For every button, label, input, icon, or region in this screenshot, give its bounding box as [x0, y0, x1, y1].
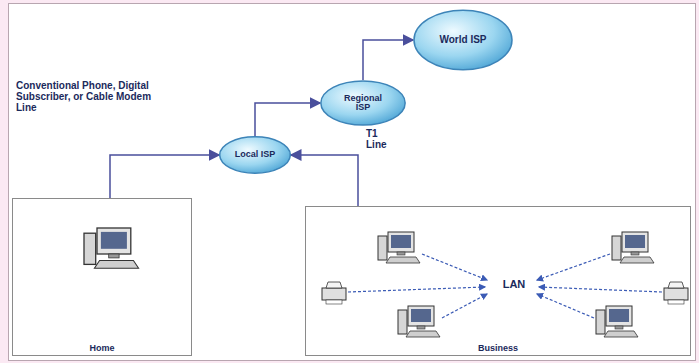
text-block: Local ISP	[235, 150, 276, 159]
line-label: T1 Line	[366, 128, 400, 150]
connection-line	[291, 155, 358, 206]
lan-label-node: LAN	[490, 274, 538, 296]
home-panel: Home	[12, 198, 192, 356]
panel-title: Business	[478, 344, 518, 353]
isp-ellipse: Local ISP	[219, 136, 291, 174]
text-block: LAN	[503, 279, 526, 291]
node-label: Regional ISP	[337, 94, 390, 113]
connection-line	[110, 155, 219, 198]
node-label: Local ISP	[235, 150, 276, 159]
node-label: World ISP	[439, 35, 486, 46]
business-panel: Business LAN	[305, 206, 691, 356]
isp-ellipse: World ISP	[413, 9, 513, 71]
connection-note: Conventional Phone, Digital Subscriber, …	[16, 80, 156, 113]
text-block: Home	[89, 344, 114, 353]
node-label: LAN	[503, 279, 526, 291]
home-computer	[84, 228, 139, 268]
text-block: World ISP	[439, 35, 486, 46]
panel-title: Home	[89, 344, 114, 353]
frame	[8, 3, 696, 361]
connection-line	[255, 103, 320, 136]
text-block: Business	[478, 344, 518, 353]
connection-line	[363, 40, 413, 80]
lan-links	[348, 254, 662, 318]
text-block: Regional ISP	[337, 94, 390, 113]
isp-ellipse: Regional ISP	[320, 80, 406, 126]
business-computers	[322, 232, 688, 337]
